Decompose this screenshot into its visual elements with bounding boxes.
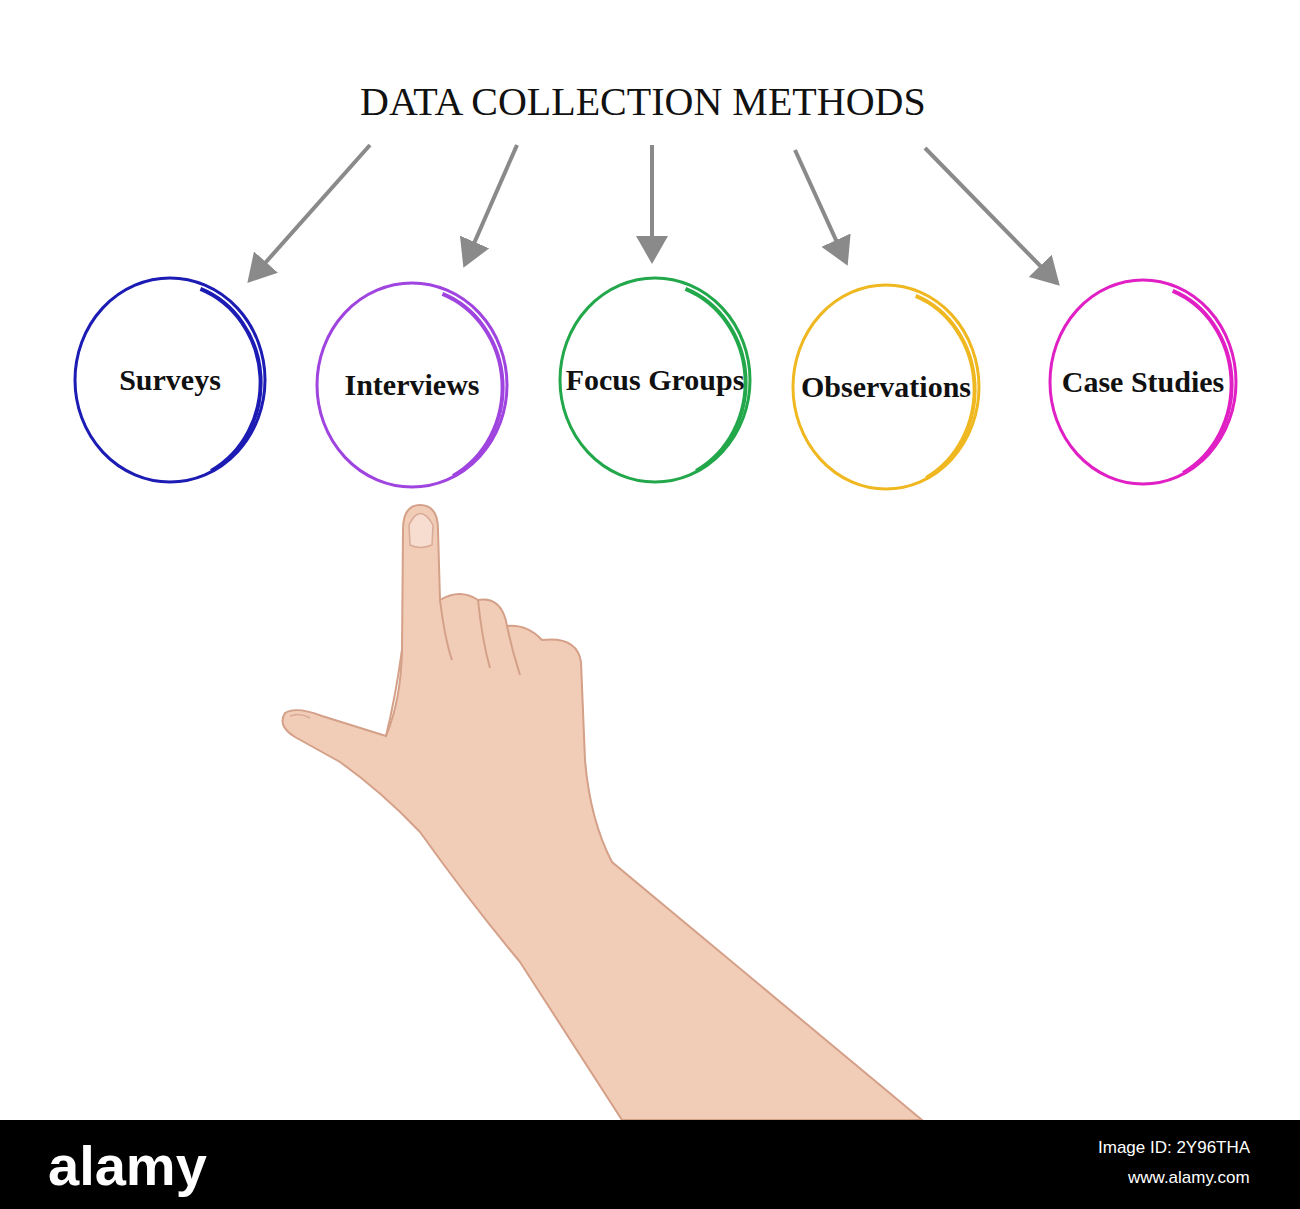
watermark-text: alamy (48, 1133, 207, 1198)
method-label: Observations (801, 368, 971, 406)
method-circle: Case Studies (1047, 277, 1239, 487)
diagram-title: DATA COLLECTION METHODS (360, 78, 926, 125)
method-label: Interviews (345, 366, 480, 404)
method-circle: Surveys (72, 275, 268, 485)
method-circle: Observations (790, 282, 982, 492)
watermark-bar (0, 1120, 1300, 1209)
method-label: Focus Groups (566, 361, 745, 399)
method-circle: Focus Groups (557, 275, 753, 485)
method-circle: Interviews (314, 280, 510, 490)
pointing-hand (283, 505, 922, 1120)
method-label: Case Studies (1062, 363, 1225, 401)
watermark-text: www.alamy.com (1128, 1168, 1250, 1188)
watermark-text: Image ID: 2Y96THA (1098, 1138, 1250, 1158)
method-label: Surveys (119, 361, 221, 399)
pointer-arrows (250, 145, 1057, 283)
